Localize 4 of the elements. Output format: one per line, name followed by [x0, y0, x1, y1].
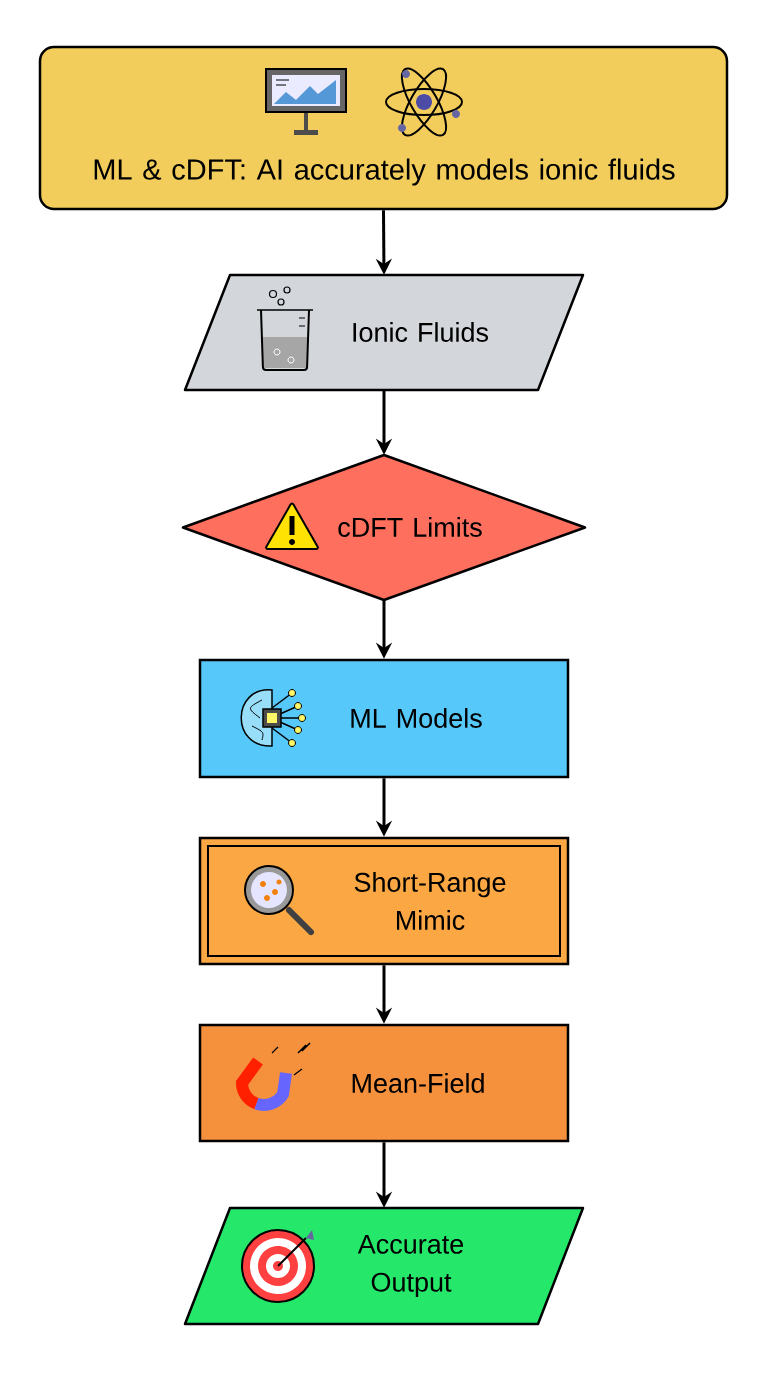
process-box: Mean-Field: [198, 1023, 570, 1143]
process-box: ML Models: [198, 658, 570, 779]
subprocess-box: Short-Range Mimic: [198, 836, 570, 966]
title-box: ML & cDFT: AI accurately models ionic fluids: [38, 45, 729, 211]
